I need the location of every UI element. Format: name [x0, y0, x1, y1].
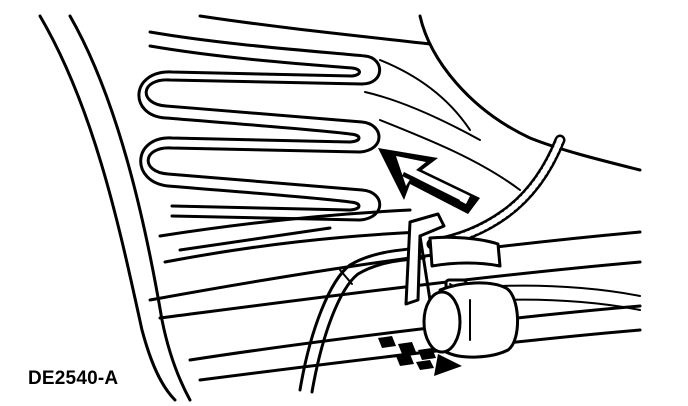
spring-indicator-arrow	[378, 148, 480, 214]
bushing	[422, 281, 520, 359]
coil-spring	[137, 30, 382, 222]
body-panel	[198, 14, 642, 191]
figure-label: DE2540-A	[28, 368, 119, 389]
lower-control-arm	[158, 208, 422, 264]
brake-line	[298, 246, 426, 394]
removal-direction-arrow	[378, 336, 462, 376]
wheel-well-arc	[38, 14, 192, 402]
frame-rail	[148, 230, 642, 382]
